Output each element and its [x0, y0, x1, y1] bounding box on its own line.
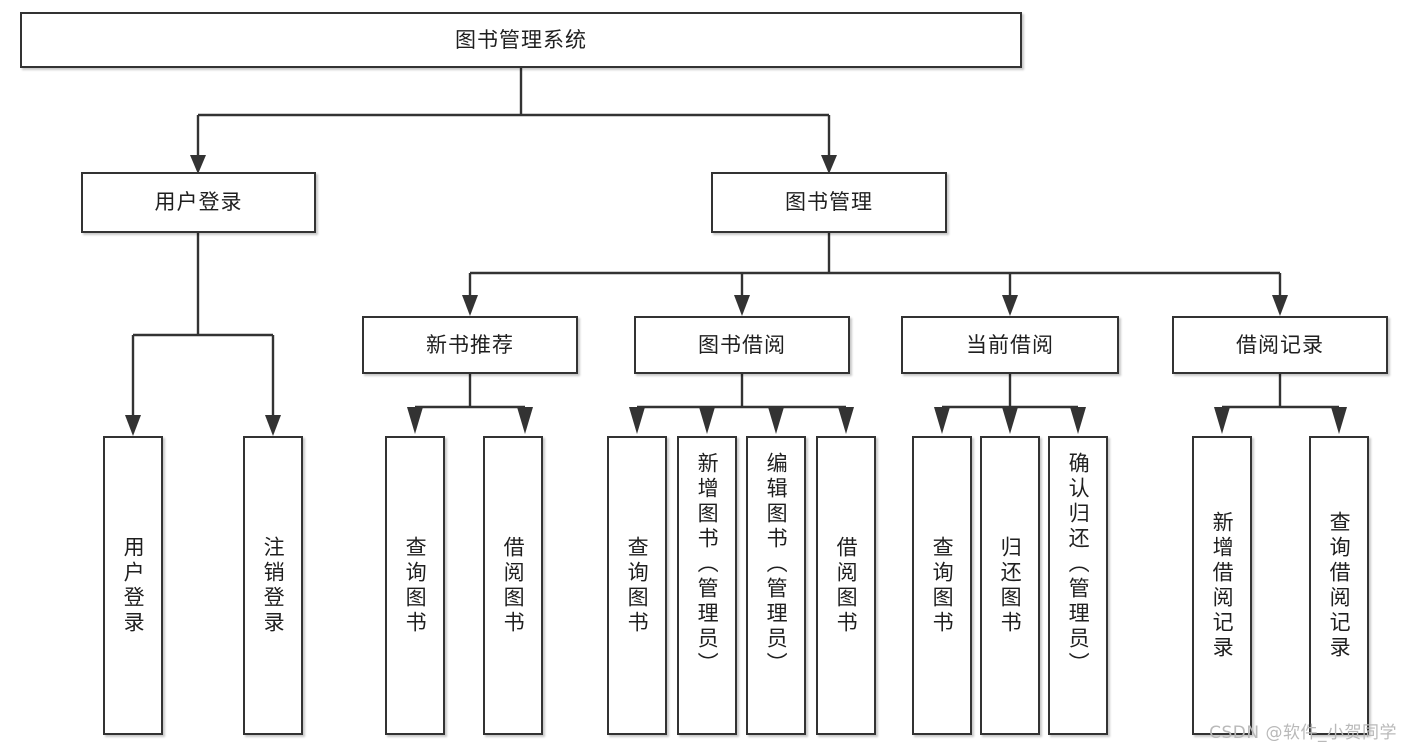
node-label: 新书推荐	[426, 332, 514, 357]
node-label: 图书借阅	[698, 332, 786, 357]
leaf-new-book-query-book[interactable]: 查询图书	[385, 436, 445, 735]
node-label: 查询图书	[625, 535, 650, 636]
node-label: 当前借阅	[966, 332, 1054, 357]
arrow-book-manage-to-new-book	[462, 295, 478, 316]
leaf-borrow-record-query-record[interactable]: 查询借阅记录	[1309, 436, 1369, 735]
node-user-login[interactable]: 用户登录	[81, 172, 316, 233]
arrow-borrow-leaf-2	[699, 407, 715, 434]
leaf-user-login-login[interactable]: 用户登录	[103, 436, 163, 735]
node-borrow-record[interactable]: 借阅记录	[1172, 316, 1388, 374]
leaf-current-borrow-confirm-return-admin[interactable]: 确认归还（管理员）	[1048, 436, 1108, 735]
arrow-borrow-leaf-3	[768, 407, 784, 434]
node-label: 查询借阅记录	[1327, 510, 1352, 661]
node-label: 查询图书	[930, 535, 955, 636]
node-label: 图书管理系统	[455, 27, 587, 52]
arrow-book-manage-to-borrow	[734, 295, 750, 316]
node-label: 借阅图书	[501, 535, 526, 636]
arrow-record-leaf-1	[1214, 407, 1230, 434]
arrow-new-book-leaf-1	[407, 407, 423, 434]
node-current-borrow[interactable]: 当前借阅	[901, 316, 1119, 374]
node-label: 确认归还（管理员）	[1066, 452, 1091, 677]
node-label: 图书管理	[785, 190, 873, 215]
node-book-management[interactable]: 图书管理	[711, 172, 947, 233]
node-label: 借阅记录	[1236, 332, 1324, 357]
arrow-user-login-leaf-1	[125, 415, 141, 436]
leaf-user-login-logout[interactable]: 注销登录	[243, 436, 303, 735]
node-label: 新增借阅记录	[1210, 510, 1235, 661]
leaf-borrow-record-add-record[interactable]: 新增借阅记录	[1192, 436, 1252, 735]
arrow-record-leaf-2	[1331, 407, 1347, 434]
arrow-borrow-leaf-4	[838, 407, 854, 434]
arrow-book-manage-to-current	[1002, 295, 1018, 316]
leaf-book-borrow-add-book-admin[interactable]: 新增图书（管理员）	[677, 436, 737, 735]
arrow-borrow-leaf-1	[629, 407, 645, 434]
leaf-book-borrow-query-book[interactable]: 查询图书	[607, 436, 667, 735]
node-label: 借阅图书	[834, 535, 859, 636]
arrow-current-leaf-2	[1002, 407, 1018, 434]
node-label: 编辑图书（管理员）	[764, 452, 789, 677]
node-label: 新增图书（管理员）	[695, 452, 720, 677]
arrow-user-login-leaf-2	[265, 415, 281, 436]
node-root-book-management-system[interactable]: 图书管理系统	[20, 12, 1022, 68]
node-label: 归还图书	[998, 535, 1023, 636]
node-label: 用户登录	[121, 535, 146, 636]
arrow-current-leaf-3	[1070, 407, 1086, 434]
arrow-book-manage-to-record	[1272, 295, 1288, 316]
node-label: 注销登录	[261, 535, 286, 636]
leaf-current-borrow-return-book[interactable]: 归还图书	[980, 436, 1040, 735]
node-label: 查询图书	[403, 535, 428, 636]
arrow-current-leaf-1	[934, 407, 950, 434]
arrow-new-book-leaf-2	[517, 407, 533, 434]
leaf-book-borrow-borrow-book[interactable]: 借阅图书	[816, 436, 876, 735]
leaf-current-borrow-query-book[interactable]: 查询图书	[912, 436, 972, 735]
leaf-book-borrow-edit-book-admin[interactable]: 编辑图书（管理员）	[746, 436, 806, 735]
leaf-new-book-borrow-book[interactable]: 借阅图书	[483, 436, 543, 735]
node-label: 用户登录	[154, 190, 243, 215]
node-book-borrow[interactable]: 图书借阅	[634, 316, 850, 374]
node-new-book-recommend[interactable]: 新书推荐	[362, 316, 578, 374]
